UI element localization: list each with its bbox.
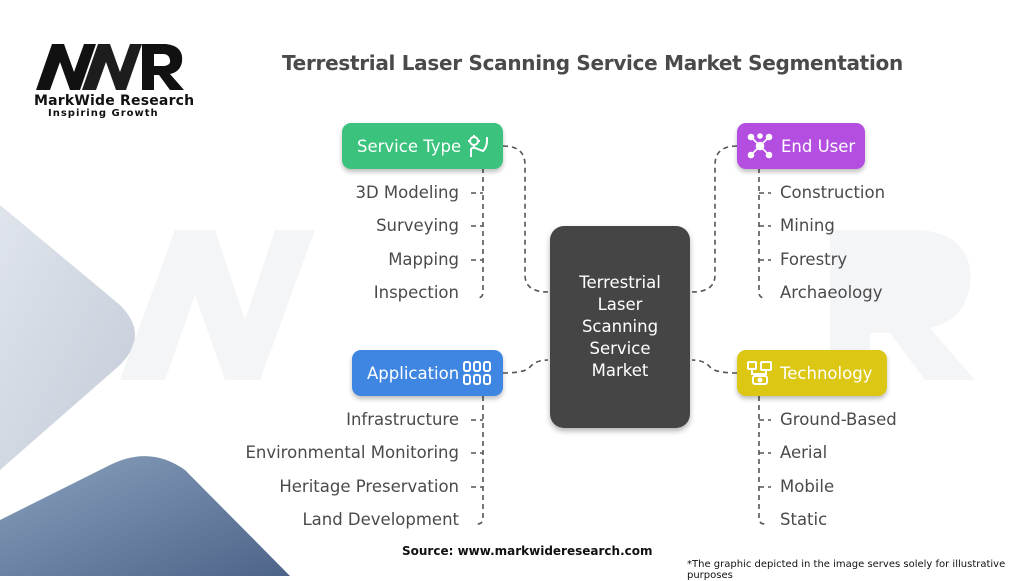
- list-item: Aerial: [780, 443, 828, 462]
- list-item: Surveying: [376, 216, 459, 235]
- grid-icon: [463, 361, 491, 385]
- category-technology: Technology: [737, 350, 887, 396]
- category-label: Technology: [780, 363, 873, 383]
- logo-name: MarkWide Research: [34, 93, 195, 109]
- category-service-type: Service Type: [342, 123, 503, 169]
- logo-tagline: Inspiring Growth: [48, 108, 159, 119]
- category-label: Service Type: [357, 136, 462, 156]
- list-item: Mobile: [780, 477, 835, 496]
- list-item: Land Development: [302, 510, 459, 529]
- network-icon: [747, 133, 773, 159]
- list-item: Archaeology: [780, 283, 883, 302]
- list-item: Mapping: [388, 250, 459, 269]
- list-item: Mining: [780, 216, 835, 235]
- category-label: End User: [781, 136, 856, 156]
- list-item: Inspection: [373, 283, 459, 302]
- list-item: Static: [780, 510, 828, 529]
- list-item: Heritage Preservation: [279, 477, 459, 496]
- category-end-user: End User: [737, 123, 865, 169]
- source-text: Source: www.markwideresearch.com: [402, 544, 653, 558]
- list-item: Ground-Based: [780, 410, 897, 429]
- center-node: Terrestrial Laser Scanning Service Marke…: [550, 226, 690, 428]
- category-label: Application: [367, 363, 460, 383]
- list-item: Construction: [780, 183, 886, 202]
- center-label: Terrestrial Laser Scanning Service Marke…: [579, 273, 661, 380]
- list-item: Forestry: [780, 250, 848, 269]
- list-item: Environmental Monitoring: [245, 443, 459, 462]
- logo-mark: [36, 44, 184, 90]
- disclaimer-text: *The graphic depicted in the image serve…: [687, 559, 1006, 581]
- page-title: Terrestrial Laser Scanning Service Marke…: [282, 51, 903, 75]
- category-application: Application: [352, 350, 503, 396]
- list-item: Infrastructure: [346, 410, 459, 429]
- gear-hand-icon: [468, 135, 488, 157]
- devices-icon: [747, 361, 772, 385]
- list-item: 3D Modeling: [355, 183, 459, 202]
